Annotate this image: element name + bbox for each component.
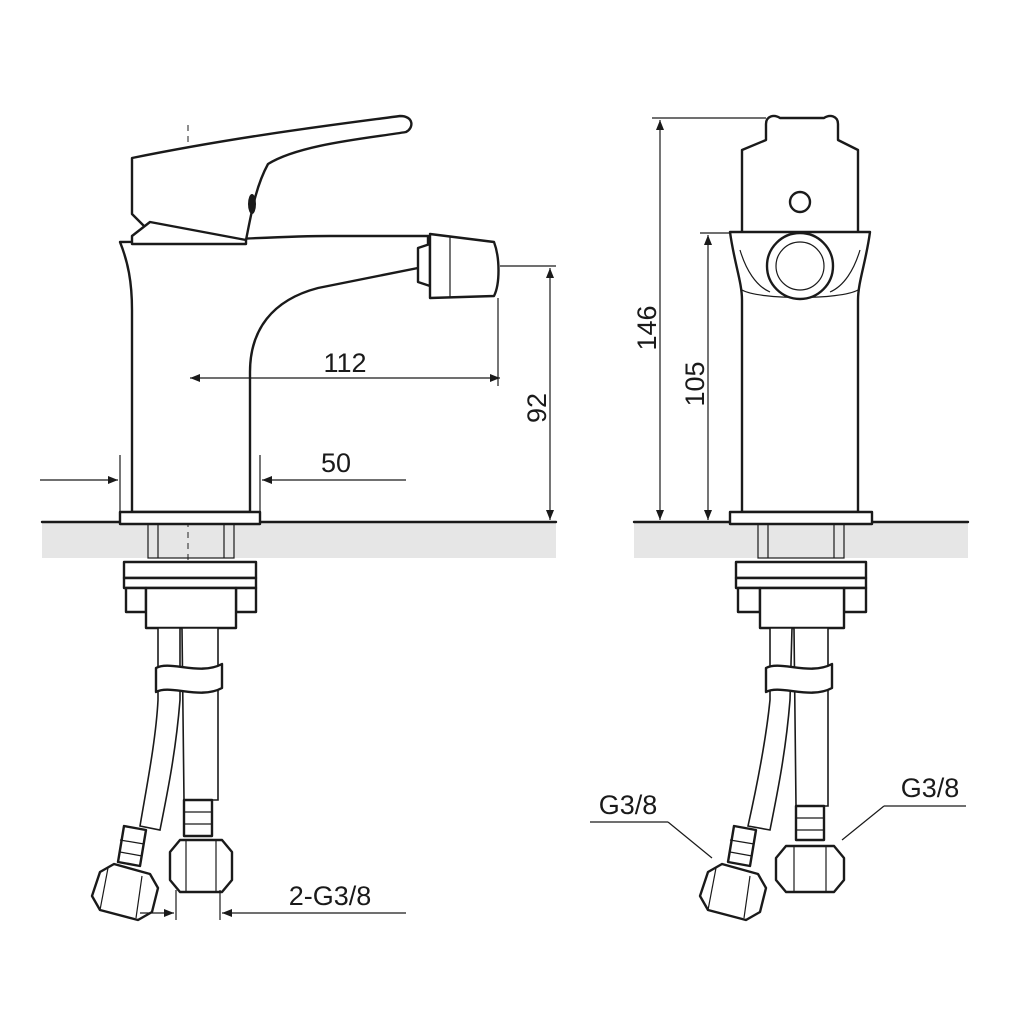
side-view: 112 50 92 2-G3/8: [40, 114, 558, 922]
flex-hose-rear: [181, 627, 219, 801]
label-left-hose: G3/8: [599, 790, 658, 820]
hex-nut-front: [90, 862, 160, 922]
base-flange-front: [728, 510, 874, 526]
countertop-side: [42, 522, 556, 558]
dim-total-height: 146: [632, 305, 662, 350]
faucet-body-side: [118, 234, 430, 514]
dim-spout-height: 92: [522, 393, 552, 423]
front-view: 146 105 G3/8 G3/8: [590, 114, 970, 922]
dim-base-diameter: 50: [321, 448, 351, 478]
dim-connection: 2-G3/8: [289, 881, 372, 911]
base-flange-side: [118, 510, 262, 526]
lever-handle-side: [130, 114, 413, 242]
lever-pin-front: [788, 190, 812, 214]
lever-pin-side: [248, 194, 256, 214]
dim-reach: 112: [323, 348, 366, 378]
label-right-hose: G3/8: [901, 773, 960, 803]
dim-body-height: 105: [680, 361, 710, 406]
fixing-nut-front: [734, 560, 868, 580]
fixing-nut-side: [122, 560, 258, 580]
hex-nut-right: [774, 844, 846, 894]
lever-handle-front: [740, 114, 860, 238]
aerator-tip: [428, 232, 500, 300]
hex-nut-rear: [168, 838, 234, 894]
hex-nut-left: [698, 862, 768, 922]
flex-hose-right: [793, 627, 829, 807]
flex-hose-left: [747, 627, 793, 831]
countertop-front: [634, 522, 968, 558]
lever-base: [130, 220, 248, 246]
aerator-side: [416, 242, 432, 288]
aerator-front: [765, 231, 835, 301]
flex-hose-front: [139, 627, 181, 831]
